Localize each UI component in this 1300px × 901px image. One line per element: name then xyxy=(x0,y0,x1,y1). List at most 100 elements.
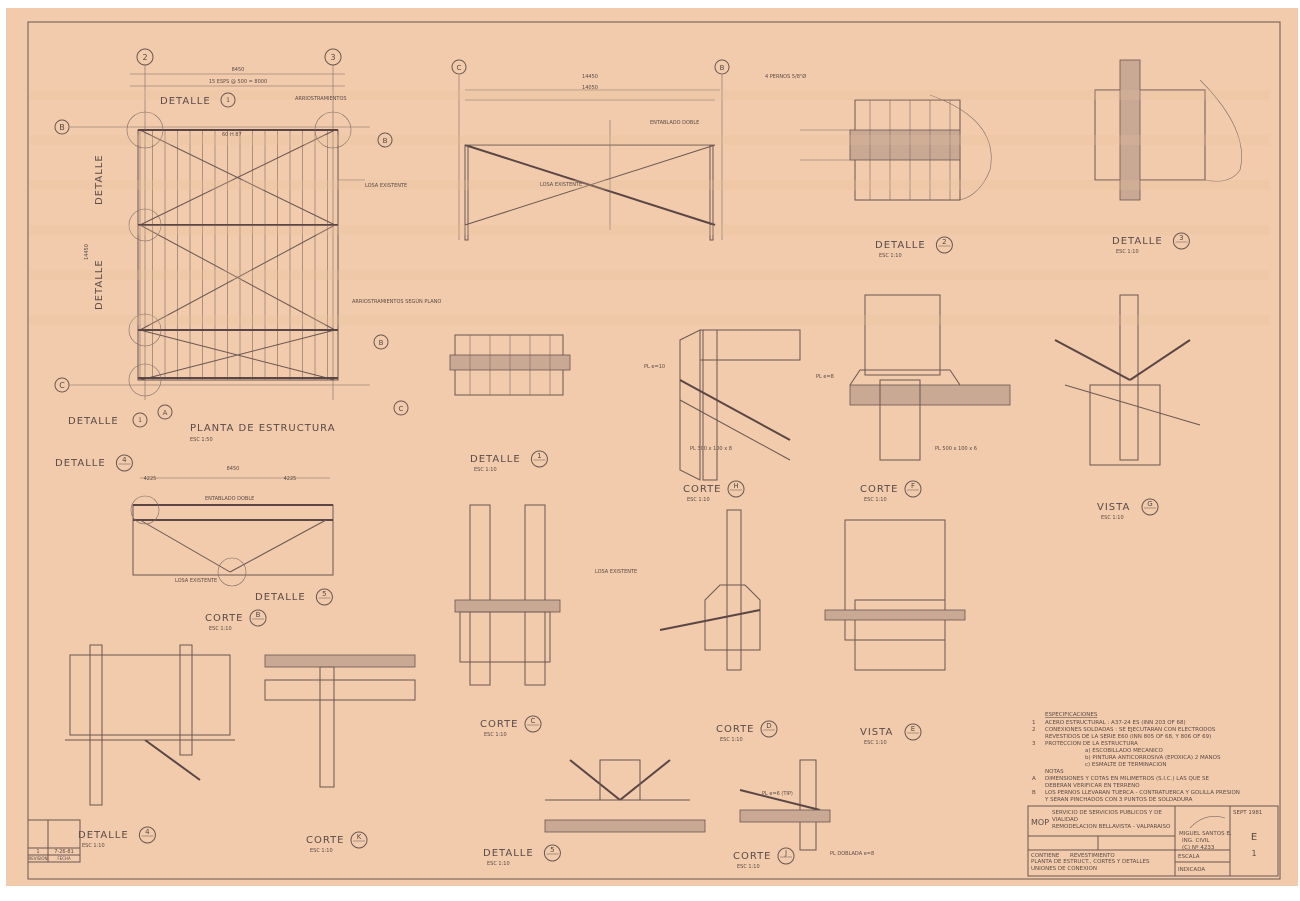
spec-item: b) PINTURA ANTICORROSIVA (EPOXICA) 2 MAN… xyxy=(1085,755,1221,761)
plan-note: ARRIOSTRAMIENTOS SEGÚN PLANO xyxy=(352,298,441,305)
view-title: CORTE xyxy=(716,724,755,735)
view-mark-circle xyxy=(315,588,333,606)
grid-axis: C xyxy=(457,64,462,72)
view-mark: J xyxy=(784,849,787,857)
notes-title: NOTAS xyxy=(1045,769,1064,775)
contents-desc-box: PLANTA DE ESTRUCT., CORTES Y DETALLES UN… xyxy=(1031,859,1150,872)
org-label: MOP xyxy=(1031,818,1049,827)
plan-title: PLANTA DE ESTRUCTURA xyxy=(190,423,336,434)
section-mark: A xyxy=(163,409,168,417)
service-line: SERVICIO DE SERVICIOS PUBLICOS Y DE xyxy=(1052,810,1162,816)
note-letter: A xyxy=(1032,776,1036,782)
rev-col-header: REVISION xyxy=(28,856,47,861)
drawing-linework xyxy=(30,59,1270,851)
sheet-code: E xyxy=(1251,832,1257,843)
engineer-name: MIGUEL SANTOS E. xyxy=(1179,831,1232,837)
dim-spacing: 15 ESPS @ 500 = 8000 xyxy=(209,79,267,85)
callout: PL 500 x 100 x 6 xyxy=(935,446,977,452)
note: LOSA EXISTENTE xyxy=(540,182,582,188)
view-mark: C xyxy=(531,717,536,725)
dim: 4225 xyxy=(284,476,297,482)
view-mark: 2 xyxy=(942,238,946,246)
view-title: DETALLE xyxy=(875,240,926,251)
dim-height: 14450 xyxy=(84,244,90,260)
view-mark-circle xyxy=(524,715,542,733)
date-col-header: FECHA xyxy=(57,856,71,861)
note: ENTABLADO DOBLE xyxy=(650,120,699,126)
view-mark: 1 xyxy=(537,452,541,460)
view-mark: 5 xyxy=(550,846,554,854)
view-title: CORTE xyxy=(306,835,345,846)
note-item: DIMENSIONES Y COTAS EN MILIMETROS (S.I.C… xyxy=(1045,776,1210,782)
view-scale: ESC 1:10 xyxy=(1101,515,1124,521)
rev-number: 1 xyxy=(36,849,39,855)
view-mark-circle xyxy=(760,720,778,738)
contents-label: CONTIENE xyxy=(1031,853,1060,859)
view-mark: 5 xyxy=(322,590,326,598)
section-mark: C xyxy=(399,405,404,413)
note-item: LOS PERNOS LLEVARAN TUERCA - CONTRATUERC… xyxy=(1045,790,1240,796)
rev-date: 7-26-81 xyxy=(54,849,74,855)
spec-item: CONEXIONES SOLDADAS : SE EJECUTARAN CON … xyxy=(1045,727,1216,733)
view-mark-circle xyxy=(543,844,561,862)
spec-item: a) ESCOBILLADO MECANICO xyxy=(1085,748,1164,754)
callout: 4 PERNOS 5/8"Ø xyxy=(765,73,806,80)
view-title: DETALLE xyxy=(483,848,534,859)
spec-item: PROTECCION DE LA ESTRUCTURA xyxy=(1045,741,1138,747)
view-mark-circle xyxy=(904,480,922,498)
contents-desc: PLANTA DE ESTRUCT., CORTES Y DETALLES UN… xyxy=(1031,859,1150,872)
scale-value: INDICADA xyxy=(1178,867,1205,873)
plan-scale: ESC 1:50 xyxy=(190,437,213,443)
view-title: DETALLE xyxy=(470,454,521,465)
callout: PL e=8 xyxy=(816,374,834,380)
dim: 8450 xyxy=(227,466,240,472)
dim: 14450 xyxy=(582,74,598,80)
view-title: DETALLE xyxy=(55,458,106,469)
callout: LOSA EXISTENTE xyxy=(595,569,637,575)
sheet-number: 1 xyxy=(1251,849,1256,858)
detail-ref-label: DETALLE xyxy=(68,416,119,427)
project-name: REMODELACION BELLAVISTA - VALPARAISO xyxy=(1052,824,1171,830)
view-scale: ESC 1:10 xyxy=(310,848,333,854)
dim: 4225 xyxy=(144,476,157,482)
view-mark-circle xyxy=(350,831,368,849)
view-title: DETALLE xyxy=(255,592,306,603)
dim-total: 8450 xyxy=(232,67,245,73)
revision-block: 1 7-26-81 REVISION FECHA xyxy=(27,819,81,863)
view-title: VISTA xyxy=(860,727,893,738)
view-scale: ESC 1:10 xyxy=(209,626,232,632)
date: SEPT 1981 xyxy=(1233,810,1262,816)
view-scale: ESC 1:10 xyxy=(879,253,902,259)
plan-note: 60 H 87 xyxy=(222,132,242,138)
view-mark-circle xyxy=(530,450,548,468)
view-mark-circle xyxy=(904,723,922,741)
grid-axis-2: 2 xyxy=(142,53,147,62)
sheet-border xyxy=(27,21,1281,880)
view-mark-circle xyxy=(115,454,133,472)
engineer-reg: (C) Nº 4233 xyxy=(1182,844,1215,851)
spec-number: 3 xyxy=(1032,741,1036,747)
note: LOSA EXISTENTE xyxy=(175,578,217,584)
callout: PL DOBLADA e=8 xyxy=(830,851,874,857)
view-mark-circle xyxy=(138,826,156,844)
spec-item: ACERO ESTRUCTURAL : A37-24 ES (INN 203 O… xyxy=(1045,720,1186,726)
note-item: DEBERAN VERIFICAR EN TERRENO xyxy=(1045,783,1140,789)
view-mark: 4 xyxy=(122,456,127,464)
dim: 14050 xyxy=(582,85,598,91)
view-title: CORTE xyxy=(683,484,722,495)
specs-title: ESPECIFICACIONES xyxy=(1045,712,1098,718)
view-mark: K xyxy=(357,833,362,841)
view-scale: ESC 1:10 xyxy=(82,843,105,849)
view-mark-circle xyxy=(777,847,795,865)
view-scale: ESC 1:10 xyxy=(1116,249,1139,255)
corte-a: C B 14450 14050 LOSA EXISTENTE ENTABLADO… xyxy=(451,59,730,188)
view-mark-circle xyxy=(1172,232,1190,250)
view-mark: 4 xyxy=(145,828,150,836)
view-mark-circle xyxy=(249,609,267,627)
view-scale: ESC 1:10 xyxy=(737,864,760,870)
spec-item: c) ESMALTE DE TERMINACION xyxy=(1085,762,1166,768)
detail-ref-label: DETALLE xyxy=(94,259,105,310)
callouts: 4 PERNOS 5/8"Ø PL e=10 PL e=8 LOSA EXIST… xyxy=(144,73,977,857)
grid-axis-c: C xyxy=(59,381,65,390)
